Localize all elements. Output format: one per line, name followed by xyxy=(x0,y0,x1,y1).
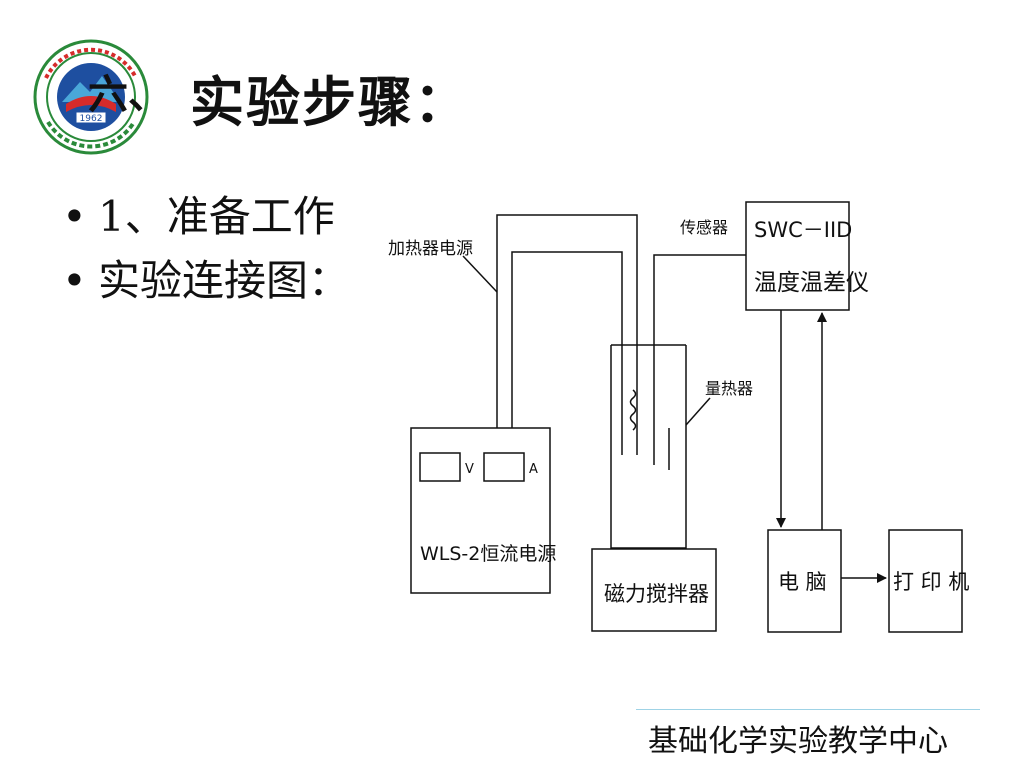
footer-text: 基础化学实验教学中心 xyxy=(648,724,948,759)
connection-diagram: 加热器电源 传感器 量热器 V A WLS-2恒流电源 SWC－IID 温度温差… xyxy=(388,201,969,633)
calorimeter-vessel xyxy=(610,345,687,549)
bullet-dot-icon: • xyxy=(62,256,87,305)
heater-wire-inner xyxy=(511,251,623,455)
sensor-wire xyxy=(653,254,746,465)
instrument-line2: 温度温差仪 xyxy=(754,270,869,296)
printer-label: 打 印 机 xyxy=(893,570,969,594)
computer-box xyxy=(767,529,842,633)
calorimeter-leader xyxy=(685,397,711,426)
bullet-text: 实验连接图： xyxy=(98,256,351,305)
heater-label: 加热器电源 xyxy=(388,239,473,259)
bullet-item: •1、准备工作 xyxy=(62,185,350,249)
stirrer-box xyxy=(591,548,717,632)
instrument-box xyxy=(745,201,850,311)
heater-coil xyxy=(629,389,637,431)
stirrer-label: 磁力搅拌器 xyxy=(604,582,709,606)
printer-box xyxy=(888,529,963,633)
ammeter-box xyxy=(483,452,525,482)
voltmeter-label: V xyxy=(465,462,474,477)
calorimeter-label: 量热器 xyxy=(705,379,753,398)
bullet-list: •1、准备工作 •实验连接图： xyxy=(62,185,350,313)
footer-divider xyxy=(636,709,980,710)
page-title: 实验步骤： xyxy=(190,70,470,134)
computer-label: 电 脑 xyxy=(778,570,827,594)
bullet-item: •实验连接图： xyxy=(62,249,350,313)
sensor-label: 传感器 xyxy=(680,218,728,237)
logo-year: 1962 xyxy=(80,114,103,124)
ammeter-label: A xyxy=(529,462,538,477)
heater-leader xyxy=(462,255,498,293)
bullet-text: 1、准备工作 xyxy=(98,192,335,241)
voltmeter-box xyxy=(419,452,461,482)
power-supply-box xyxy=(410,427,551,594)
university-emblem-icon: 1962 xyxy=(32,38,150,156)
instrument-line1: SWC－IID xyxy=(754,218,852,242)
bullet-dot-icon: • xyxy=(62,192,87,241)
power-supply-label: WLS-2恒流电源 xyxy=(420,543,556,565)
heater-wire-outer xyxy=(496,214,638,455)
title-prefix: 六、 xyxy=(88,71,168,118)
